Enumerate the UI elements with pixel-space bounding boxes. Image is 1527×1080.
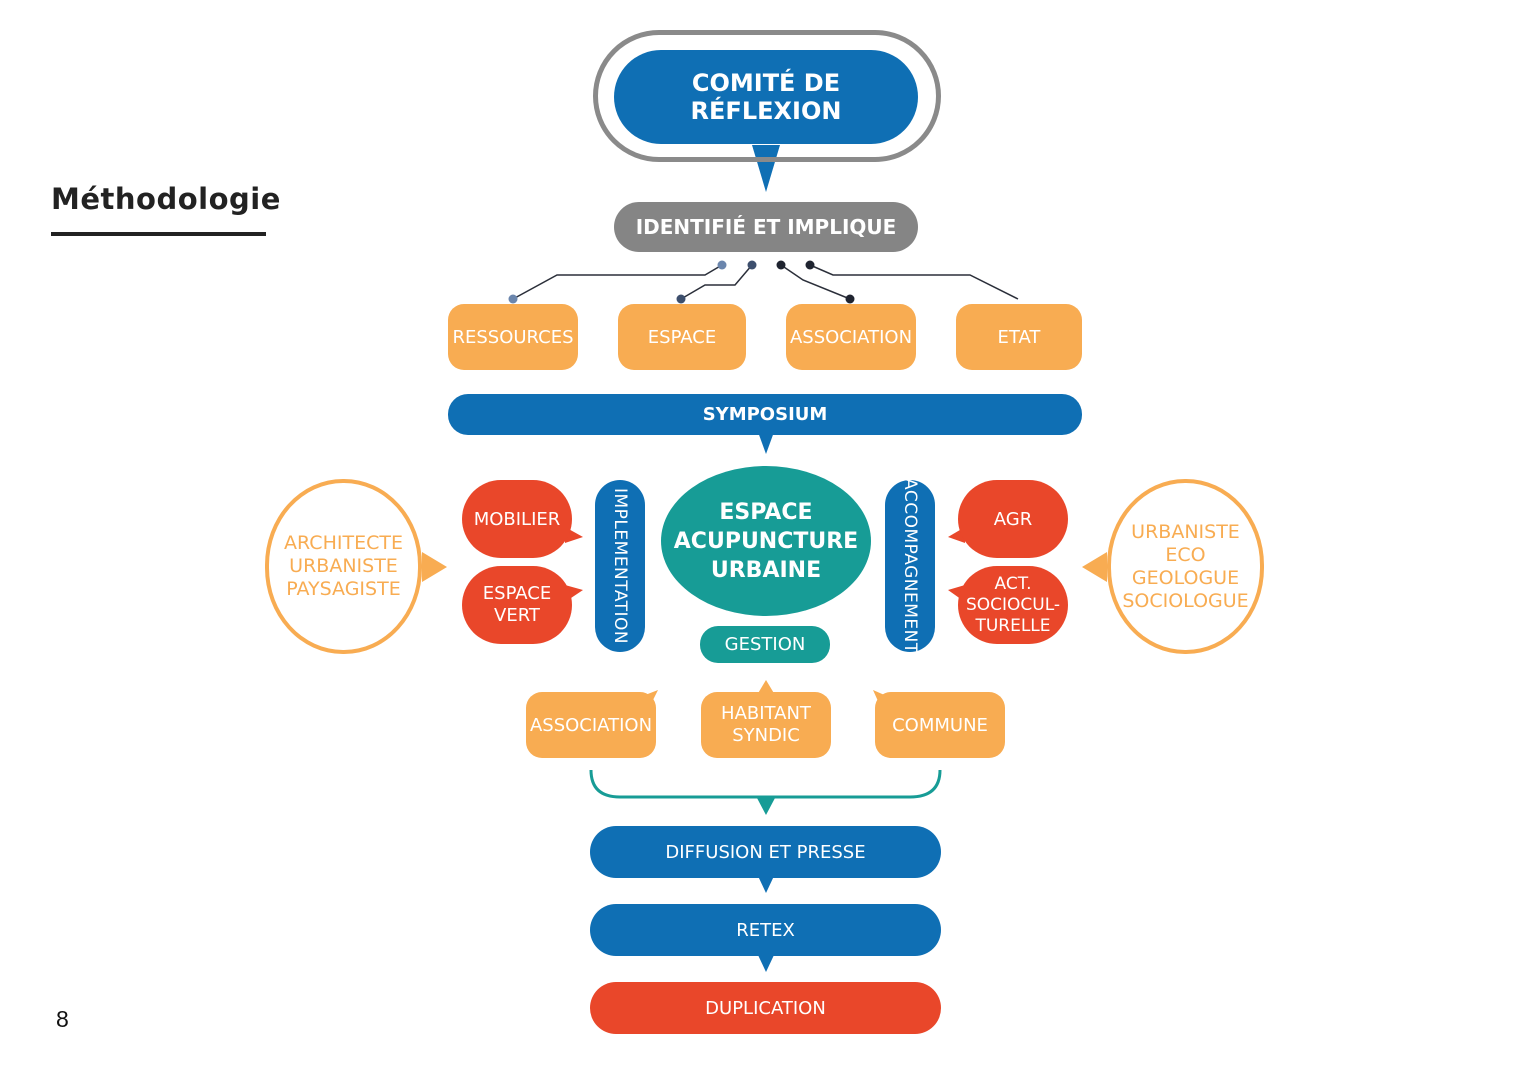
page-number: 8 [56, 1006, 69, 1032]
gestion-pill: GESTION [700, 626, 830, 663]
right-expert-2: ECO [1165, 543, 1206, 566]
left-expert-2: URBANISTE [289, 555, 398, 577]
step-duplication: DUPLICATION [590, 982, 941, 1034]
bottom-commune: COMMUNE [875, 692, 1005, 758]
bubble-espace-vert-text: ESPACE VERT [482, 583, 552, 626]
bottom-association: ASSOCIATION [526, 692, 656, 758]
actor-etat: ETAT [956, 304, 1082, 370]
center-line-2: ACUPUNCTURE [673, 528, 859, 554]
right-expert-4: SOCIOLOGUE [1122, 589, 1249, 612]
center-line-1: ESPACE [719, 499, 813, 525]
actor-espace: ESPACE [618, 304, 746, 370]
act-line-1: ACT. [994, 573, 1032, 594]
bottom-habitant-syndic: HABITANT SYNDIC [701, 692, 831, 758]
right-expert-3: GEOLOGUE [1131, 566, 1240, 589]
actor-ressources: RESSOURCES [448, 304, 578, 370]
bubble-agr: AGR [958, 480, 1068, 558]
step-retex: RETEX [590, 904, 941, 956]
identifie-implique: IDENTIFIÉ ET IMPLIQUE [614, 202, 918, 252]
act-line-3: TURELLE [975, 615, 1051, 636]
left-experts-text: ARCHITECTE URBANISTE PAYSAGISTE [284, 532, 403, 601]
accompagnement-label: ACCOMPAGNEMENT [900, 478, 920, 654]
left-expert-1: ARCHITECTE [284, 532, 403, 554]
habitant-label: HABITANT [721, 703, 811, 724]
bubble-mobilier: MOBILIER [462, 480, 572, 558]
step-diffusion: DIFFUSION ET PRESSE [590, 826, 941, 878]
actor-association: ASSOCIATION [786, 304, 916, 370]
page-title-text: Méthodologie [51, 182, 281, 216]
syndic-label: SYNDIC [732, 725, 800, 746]
right-experts-ring: URBANISTE ECO GEOLOGUE SOCIOLOGUE [1107, 479, 1264, 654]
bubble-act-socioculturelle: ACT. SOCIOCUL- TURELLE [958, 566, 1068, 644]
left-experts-ring: ARCHITECTE URBANISTE PAYSAGISTE [265, 479, 422, 654]
implementation-bar: IMPLEMENTATION [595, 480, 645, 652]
right-experts-text: URBANISTE ECO GEOLOGUE SOCIOLOGUE [1122, 521, 1248, 613]
bubble-espace-vert: ESPACE VERT [462, 566, 572, 644]
espace-acupuncture-urbaine: ESPACE ACUPUNCTURE URBAINE [661, 466, 871, 616]
comite-de-reflexion: COMITÉ DE RÉFLEXION [614, 50, 918, 144]
act-line-2: SOCIOCUL- [965, 594, 1061, 615]
symposium-bar: SYMPOSIUM [448, 394, 1082, 435]
right-expert-1: URBANISTE [1131, 520, 1240, 543]
left-expert-3: PAYSAGISTE [286, 578, 401, 600]
comite-outer-ring [593, 30, 941, 162]
page-title: Méthodologie [51, 182, 280, 236]
center-line-3: URBAINE [710, 557, 822, 583]
accompagnement-bar: ACCOMPAGNEMENT [885, 478, 935, 654]
implementation-label: IMPLEMENTATION [610, 487, 630, 645]
